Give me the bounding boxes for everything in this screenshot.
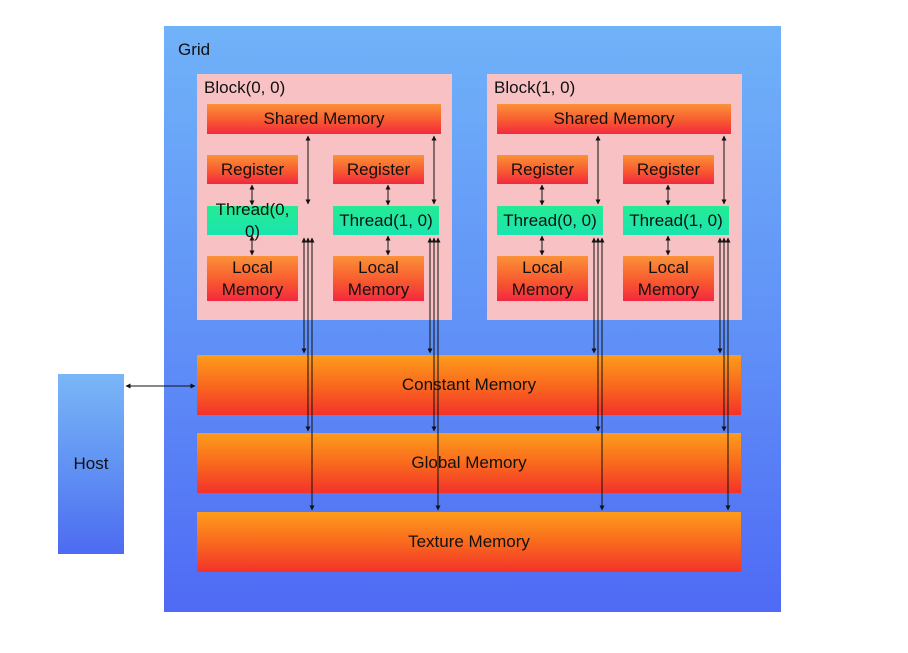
block-0-0-thread-0-local-memory: Local Memory [207,256,298,301]
local-memory-line1: Local [232,257,273,277]
grid-label: Grid [178,40,211,59]
block-0-0-thread-1: Thread(1, 0) [333,206,439,235]
block-1-0-thread-0-register: Register [497,155,588,184]
host-label: Host [73,454,109,473]
texture-memory: Texture Memory [197,512,741,572]
block-1-0-thread-1: Thread(1, 0) [623,206,729,235]
local-memory-line2: Memory [347,279,410,299]
constant-memory: Constant Memory [197,355,741,415]
local-memory-line2: Memory [637,279,700,299]
block-1-0-thread-0-local-memory: Local Memory [497,256,588,301]
host-box [58,374,124,554]
block-1-0-label: Block(1, 0) [494,78,576,97]
block-1-0-thread-1-register: Register [623,155,714,184]
block-0-0-shared-memory: Shared Memory [207,104,441,134]
block-0-0-label: Block(0, 0) [204,78,286,97]
local-memory-line1: Local [648,257,689,277]
local-memory-line1: Local [522,257,563,277]
block-1-0-shared-memory: Shared Memory [497,104,731,134]
local-memory-line1: Local [358,257,399,277]
block-0-0-thread-1-local-memory: Local Memory [333,256,424,301]
block-0-0-thread-0-register: Register [207,155,298,184]
local-memory-line2: Memory [221,279,284,299]
block-0-0-thread-1-register: Register [333,155,424,184]
block-1-0-thread-1-local-memory: Local Memory [623,256,714,301]
block-1-0-thread-0: Thread(0, 0) [497,206,603,235]
local-memory-line2: Memory [511,279,574,299]
